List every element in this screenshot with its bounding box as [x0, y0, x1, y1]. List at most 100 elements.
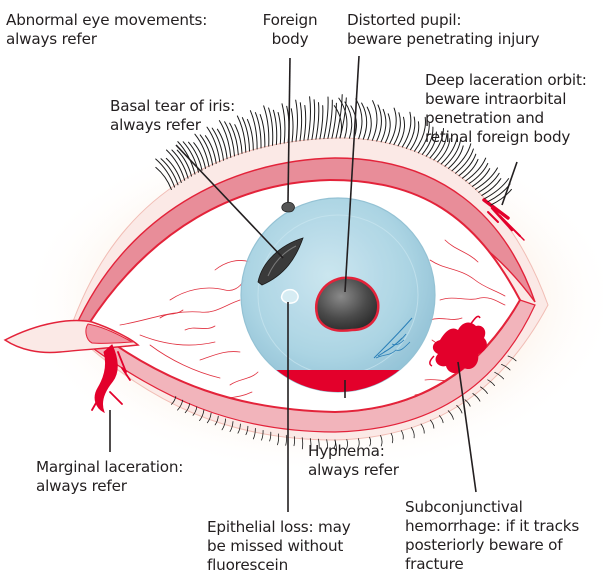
eyelash [218, 120, 232, 158]
eyelash [357, 438, 360, 449]
label-line: penetration and [425, 109, 544, 127]
eyelash [475, 167, 498, 190]
eyelash [447, 410, 454, 420]
eyelash [439, 415, 444, 424]
eyelash [177, 141, 196, 175]
label-foreign-body: Foreign body [254, 11, 326, 49]
eyelash [326, 439, 329, 449]
eyelash [481, 178, 502, 196]
leader-lines [109, 55, 518, 512]
eyelash [281, 103, 286, 144]
eyelash [252, 428, 256, 440]
eyelash [303, 105, 307, 141]
eyelash [182, 141, 199, 173]
eyelash [177, 399, 184, 411]
eyelash [451, 143, 472, 172]
eyelash [323, 96, 329, 140]
eyelash [425, 131, 437, 157]
lower-eyelashes [171, 355, 517, 451]
foreign-body [281, 201, 295, 213]
eyelash [471, 168, 491, 187]
eyelash [390, 432, 394, 444]
eyelash [309, 438, 312, 450]
eyelash [376, 104, 382, 142]
eyelash [319, 105, 324, 140]
eyelash [165, 157, 182, 183]
eyelash [214, 415, 219, 426]
hemorrhage-streak [429, 315, 481, 367]
label-line: retinal foreign body [425, 128, 571, 146]
label-line: Abnormal eye movements: [6, 11, 208, 29]
eyelash [400, 430, 404, 440]
label-deep-laceration-orbit: Deep laceration orbit: beware intraorbit… [425, 71, 587, 147]
label-line: Foreign [262, 11, 318, 29]
eyelash [259, 114, 266, 148]
eyelash [484, 178, 510, 199]
eyelash [487, 379, 495, 386]
caruncle [85, 323, 134, 344]
distorted-pupil [315, 276, 380, 332]
eyelash [410, 427, 415, 439]
label-basal-tear-of-iris: Basal tear of iris: always refer [110, 97, 235, 135]
corneal-laceration [373, 317, 413, 359]
eyelash [327, 99, 333, 139]
eyelash [311, 99, 316, 140]
label-epithelial-loss: Epithelial loss: may be missed without f… [207, 518, 351, 575]
eyelash [216, 128, 228, 160]
eyelash [166, 149, 186, 181]
eyelash [285, 434, 287, 446]
eyelash [269, 431, 272, 442]
eyelash [371, 100, 378, 141]
label-line: Distorted pupil: [347, 11, 462, 29]
label-line: Basal tear of iris: [110, 97, 236, 115]
label-line: Hyphema: [308, 442, 385, 460]
eyelash [461, 158, 479, 179]
eyelash [366, 106, 372, 141]
label-line: beware intraorbital [425, 90, 567, 108]
eyelash [188, 141, 203, 171]
leader-subconjunctival [457, 361, 477, 493]
eyelash [507, 355, 517, 362]
eyelash [199, 134, 214, 166]
eyelash [389, 107, 397, 145]
eyelash [429, 419, 435, 429]
eyelash [468, 162, 489, 185]
eyelash [176, 149, 192, 177]
eyelash [429, 128, 444, 159]
eyelash [478, 172, 500, 193]
eyelash [380, 108, 387, 143]
label-line: Subconjunctival [405, 498, 523, 516]
eyelash [224, 121, 235, 157]
eyelash [206, 126, 221, 163]
eyelash [440, 135, 458, 165]
label-line: always refer [6, 30, 97, 48]
eyelash [263, 105, 270, 147]
eyelash [254, 112, 262, 149]
eyelash [361, 102, 368, 140]
eyelash [192, 406, 198, 416]
leader-distorted-pupil [344, 55, 360, 293]
eyelash [456, 405, 463, 414]
label-line: hemorrhage: if it tracks [405, 517, 580, 535]
eyelash [301, 437, 304, 450]
eyelash [393, 112, 401, 146]
eyelash [410, 121, 420, 151]
eyelash [472, 393, 481, 402]
eyelash [237, 423, 241, 434]
eyelash [494, 371, 504, 380]
eyelash [380, 435, 383, 447]
eyelash [241, 117, 250, 152]
upper-eyelashes [155, 94, 512, 206]
eyelash [307, 96, 311, 141]
eyelash [245, 425, 249, 436]
eyelash [338, 97, 348, 139]
label-line: always refer [36, 477, 127, 495]
eyelash [333, 105, 342, 139]
label-marginal-laceration: Marginal laceration: always refer [36, 458, 183, 496]
eyelash [171, 149, 189, 179]
eyelash [490, 188, 512, 206]
eyelash [160, 158, 179, 186]
label-line: be missed without [207, 537, 344, 555]
eyelash [318, 438, 320, 450]
eyelash [184, 403, 191, 414]
